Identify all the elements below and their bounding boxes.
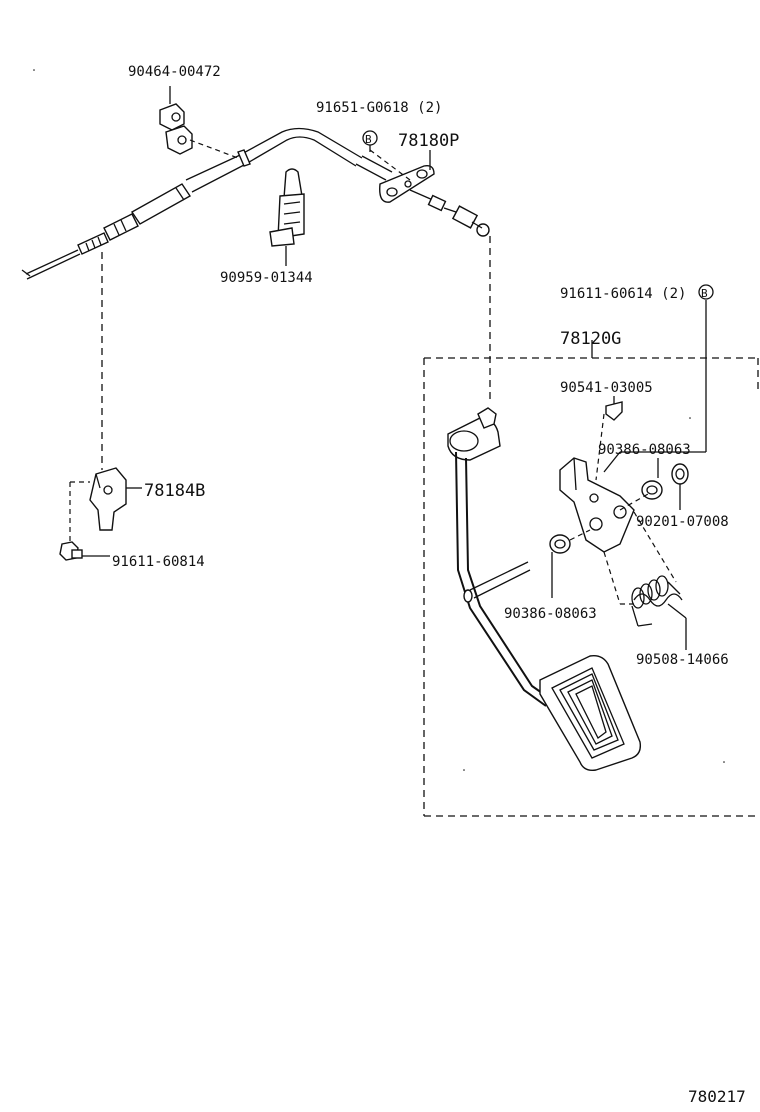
inner-cable-end [409, 189, 490, 237]
b-marker-1: B [365, 133, 372, 146]
b-marker-2: B [701, 287, 708, 300]
cable-boot [269, 168, 305, 266]
figure-number: 780217 [688, 1087, 746, 1106]
label-91651-g0618: 91651-G0618 (2) [316, 100, 442, 116]
throttle-cable [21, 127, 393, 280]
label-90386-08063-right: 90386-08063 [598, 442, 691, 458]
bushing-left [549, 534, 571, 598]
label-78180p: 78180P [398, 131, 459, 151]
label-90464-00472: 90464-00472 [128, 64, 221, 80]
bushing-right [641, 458, 663, 500]
return-spring [631, 575, 687, 650]
label-90201-07008: 90201-07008 [636, 514, 729, 530]
label-90386-08063-left: 90386-08063 [504, 606, 597, 622]
cable-flange-plate [379, 164, 435, 203]
accelerator-pedal-arm [447, 407, 553, 707]
pedal-assembly-box [423, 340, 760, 817]
b-marker-icon: B [362, 130, 378, 146]
label-90508-14066: 90508-14066 [636, 652, 729, 668]
cable-bracket [89, 467, 142, 531]
label-91611-60614: 91611-60614 (2) [560, 286, 686, 302]
label-91611-60814: 91611-60814 [112, 554, 205, 570]
label-78120g: 78120G [560, 329, 621, 349]
accelerator-pedal-pad [539, 654, 642, 772]
label-90959-01344: 90959-01344 [220, 270, 313, 286]
b-marker-icon-2: B [698, 284, 714, 300]
cable-clamp [159, 86, 193, 155]
label-78184b: 78184B [144, 481, 205, 501]
label-90541-03005: 90541-03005 [560, 380, 653, 396]
bracket-bolt [59, 541, 110, 561]
bracket-screw [605, 396, 623, 421]
washer [671, 463, 689, 485]
pedal-support-bracket [559, 457, 635, 553]
